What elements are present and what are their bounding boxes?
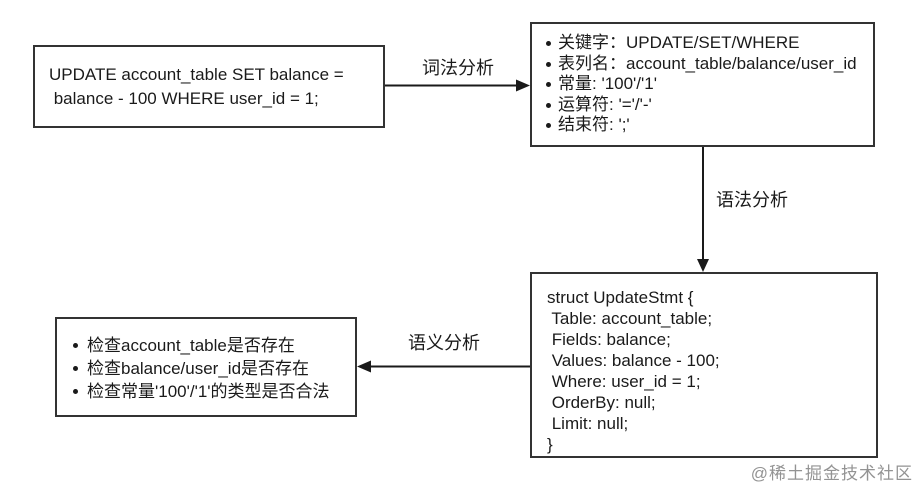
struct-line: Where: user_id = 1; (547, 372, 701, 391)
arrow-syntax (697, 147, 709, 272)
arrow-semantic (357, 360, 530, 373)
syntax-analysis-label: 语法分析 (716, 190, 788, 210)
list-item: 常量: '100'/'1' (546, 74, 869, 95)
lexical-analysis-label: 词法分析 (422, 58, 494, 78)
list-item: 运算符: '='/'-' (546, 95, 869, 116)
lexical-result-box: 关键字：UPDATE/SET/WHERE 表列名：account_table/b… (530, 22, 875, 147)
list-item: 关键字：UPDATE/SET/WHERE (546, 33, 869, 54)
semantic-result-list: 检查account_table是否存在 检查balance/user_id是否存… (57, 319, 355, 403)
sql-statement-line: UPDATE account_table SET balance = (49, 65, 344, 84)
list-item: 结束符: ';' (546, 115, 869, 136)
semantic-result-box: 检查account_table是否存在 检查balance/user_id是否存… (55, 317, 357, 417)
struct-line: struct UpdateStmt { (547, 288, 694, 307)
lexical-result-list: 关键字：UPDATE/SET/WHERE 表列名：account_table/b… (532, 24, 873, 136)
juejin-watermark: @稀土掘金技术社区 (750, 464, 913, 483)
sql-statement-line: balance - 100 WHERE user_id = 1; (49, 88, 319, 108)
syntax-result-box: struct UpdateStmt { Table: account_table… (530, 272, 878, 458)
semantic-analysis-label: 语义分析 (408, 333, 480, 353)
sql-statement-box: UPDATE account_table SET balance = balan… (33, 45, 385, 128)
list-item: 检查balance/user_id是否存在 (65, 357, 353, 380)
struct-line: } (547, 435, 553, 454)
list-item: 检查account_table是否存在 (65, 334, 353, 357)
struct-line: Limit: null; (547, 414, 629, 433)
struct-line: OrderBy: null; (547, 393, 656, 412)
list-item: 检查常量'100'/'1'的类型是否合法 (65, 380, 353, 403)
struct-line: Fields: balance; (547, 330, 671, 349)
list-item: 表列名：account_table/balance/user_id (546, 54, 869, 75)
struct-line: Values: balance - 100; (547, 351, 720, 370)
arrow-lexical (385, 79, 530, 92)
struct-line: Table: account_table; (547, 309, 713, 328)
